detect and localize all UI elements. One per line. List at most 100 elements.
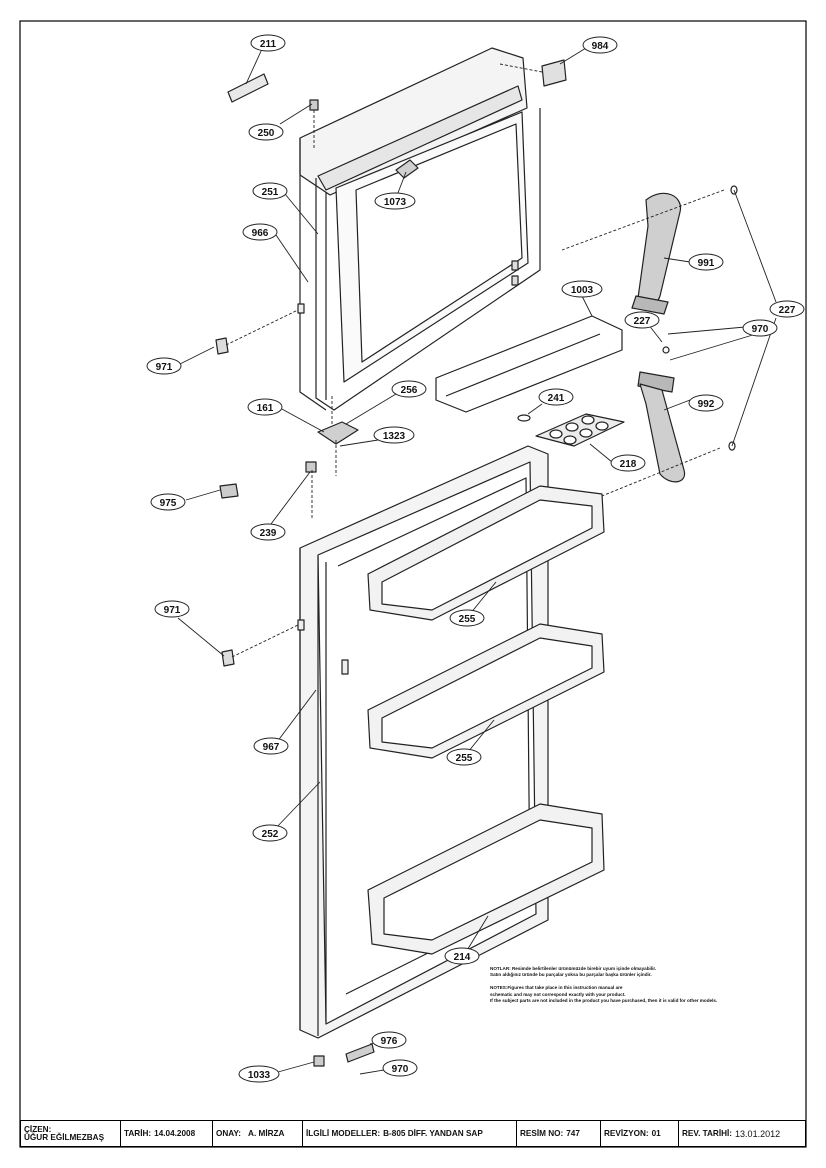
part-callouts: 211 984 250 1073 251 966 991 1003 227 22… <box>146 34 805 1083</box>
egg-tray-cups <box>549 415 609 445</box>
svg-text:211: 211 <box>260 39 277 50</box>
drawing-no-cell: RESİM NO:747 <box>517 1121 601 1146</box>
part-227-cap-bottom <box>728 441 736 451</box>
freezer-door <box>297 47 541 411</box>
drawing-no-value: 747 <box>566 1129 580 1138</box>
svg-text:971: 971 <box>156 362 173 373</box>
models-cell: İLGİLİ MODELLER:B-805 DİFF. YANDAN SAP <box>303 1121 517 1146</box>
models-label: İLGİLİ MODELLER: <box>306 1129 381 1138</box>
svg-text:970: 970 <box>752 324 769 335</box>
revision-value: 01 <box>651 1129 661 1138</box>
revision-cell: REVİZYON:01 <box>601 1121 679 1146</box>
svg-text:161: 161 <box>257 403 274 414</box>
part-211-cover <box>227 73 269 103</box>
part-975-bushing <box>219 483 239 499</box>
part-984-cover <box>541 59 567 87</box>
date-label: TARİH: <box>124 1129 152 1138</box>
part-161-hinge <box>317 421 359 445</box>
part-971-plug-upper <box>215 337 229 355</box>
callout-239: 239 <box>250 523 286 541</box>
part-241-ring <box>517 414 531 422</box>
callout-1033: 1033 <box>238 1065 280 1083</box>
lower-handle <box>639 383 686 483</box>
note-en-line-1: NOTES:Figures that take place in this in… <box>490 985 623 991</box>
rev-date-value: 13.01.2012 <box>735 1128 781 1139</box>
callout-1003: 1003 <box>561 280 603 298</box>
part-1033-bushing <box>313 1055 325 1067</box>
svg-text:1003: 1003 <box>571 285 594 296</box>
date-value: 14.04.2008 <box>154 1129 196 1138</box>
svg-text:975: 975 <box>160 498 177 509</box>
callout-976: 976 <box>371 1031 407 1049</box>
callout-211: 211 <box>250 34 286 52</box>
approved-label: ONAY: <box>216 1129 242 1138</box>
svg-text:227: 227 <box>779 305 796 316</box>
svg-text:984: 984 <box>592 41 609 52</box>
callout-227-right: 227 <box>769 300 805 318</box>
part-227-cap-top <box>730 185 738 195</box>
part-971-plug-lower <box>221 649 235 667</box>
callout-218: 218 <box>610 454 646 472</box>
rev-date-label: REV. TARİHİ: <box>682 1129 733 1138</box>
callout-971-upper: 971 <box>146 357 182 375</box>
approved-cell: ONAY: A. MİRZA <box>213 1121 303 1146</box>
note-tr-line-1: NOTLAR: Resimde belirtilenler ürünümüzde… <box>490 966 657 971</box>
note-en-line-2: schematic and may not correspond exactly… <box>490 991 626 997</box>
drawn-by-value: ÜĞUR EĞİLMEZBAŞ <box>24 1132 105 1142</box>
callout-984: 984 <box>582 36 618 54</box>
callout-992: 992 <box>688 394 724 412</box>
rev-date-cell: REV. TARİHİ:13.01.2012 <box>679 1121 805 1146</box>
upper-handle-base <box>631 295 669 315</box>
callout-250: 250 <box>248 123 284 141</box>
svg-text:1073: 1073 <box>384 197 407 208</box>
callout-1323: 1323 <box>373 426 415 444</box>
callout-1073: 1073 <box>374 192 416 210</box>
svg-text:966: 966 <box>252 228 269 239</box>
callout-991: 991 <box>688 253 724 271</box>
callout-161: 161 <box>247 398 283 416</box>
svg-text:976: 976 <box>381 1036 398 1047</box>
callout-227-middle: 227 <box>624 311 660 329</box>
svg-text:992: 992 <box>698 399 715 410</box>
egg-tray <box>535 413 625 447</box>
wire-shelf <box>435 315 623 413</box>
title-block: ÇİZEN: ÜĞUR EĞİLMEZBAŞ TARİH:14.04.2008 … <box>20 1120 806 1147</box>
callout-252: 252 <box>252 824 288 842</box>
svg-text:970: 970 <box>392 1064 409 1075</box>
svg-text:239: 239 <box>260 528 277 539</box>
approved-value: A. MİRZA <box>248 1129 285 1138</box>
svg-text:971: 971 <box>164 605 181 616</box>
callout-214: 214 <box>444 947 480 965</box>
svg-text:991: 991 <box>698 258 715 269</box>
callout-970-lower: 970 <box>382 1059 418 1077</box>
leader-lines <box>177 47 777 1075</box>
callout-975: 975 <box>150 493 186 511</box>
callout-970-upper: 970 <box>742 319 778 337</box>
revision-label: REVİZYON: <box>604 1129 649 1138</box>
door-shelves <box>367 485 605 955</box>
upper-handle <box>637 192 682 307</box>
callout-241: 241 <box>538 388 574 406</box>
callout-971-lower: 971 <box>154 600 190 618</box>
models-value: B-805 DİFF. YANDAN SAP <box>383 1129 483 1138</box>
callout-251: 251 <box>252 182 288 200</box>
parts-linework <box>215 47 738 1067</box>
svg-text:1033: 1033 <box>248 1070 271 1081</box>
svg-text:227: 227 <box>634 316 651 327</box>
part-239-bushing <box>305 461 317 473</box>
callout-256: 256 <box>391 380 427 398</box>
svg-text:1323: 1323 <box>383 431 406 442</box>
svg-text:256: 256 <box>401 385 418 396</box>
svg-text:255: 255 <box>456 753 473 764</box>
part-227-cap-middle <box>662 346 670 354</box>
callout-255-lower: 255 <box>446 748 482 766</box>
drawn-by-cell: ÇİZEN: ÜĞUR EĞİLMEZBAŞ <box>21 1121 121 1146</box>
svg-text:967: 967 <box>263 742 280 753</box>
callout-967: 967 <box>253 737 289 755</box>
svg-text:241: 241 <box>548 393 565 404</box>
drawing-no-label: RESİM NO: <box>520 1129 564 1138</box>
note-tr-line-2: Satın aldığınız üründe bu parçalar yoksa… <box>490 972 652 978</box>
assembly-lines <box>225 63 725 658</box>
svg-text:255: 255 <box>459 614 476 625</box>
